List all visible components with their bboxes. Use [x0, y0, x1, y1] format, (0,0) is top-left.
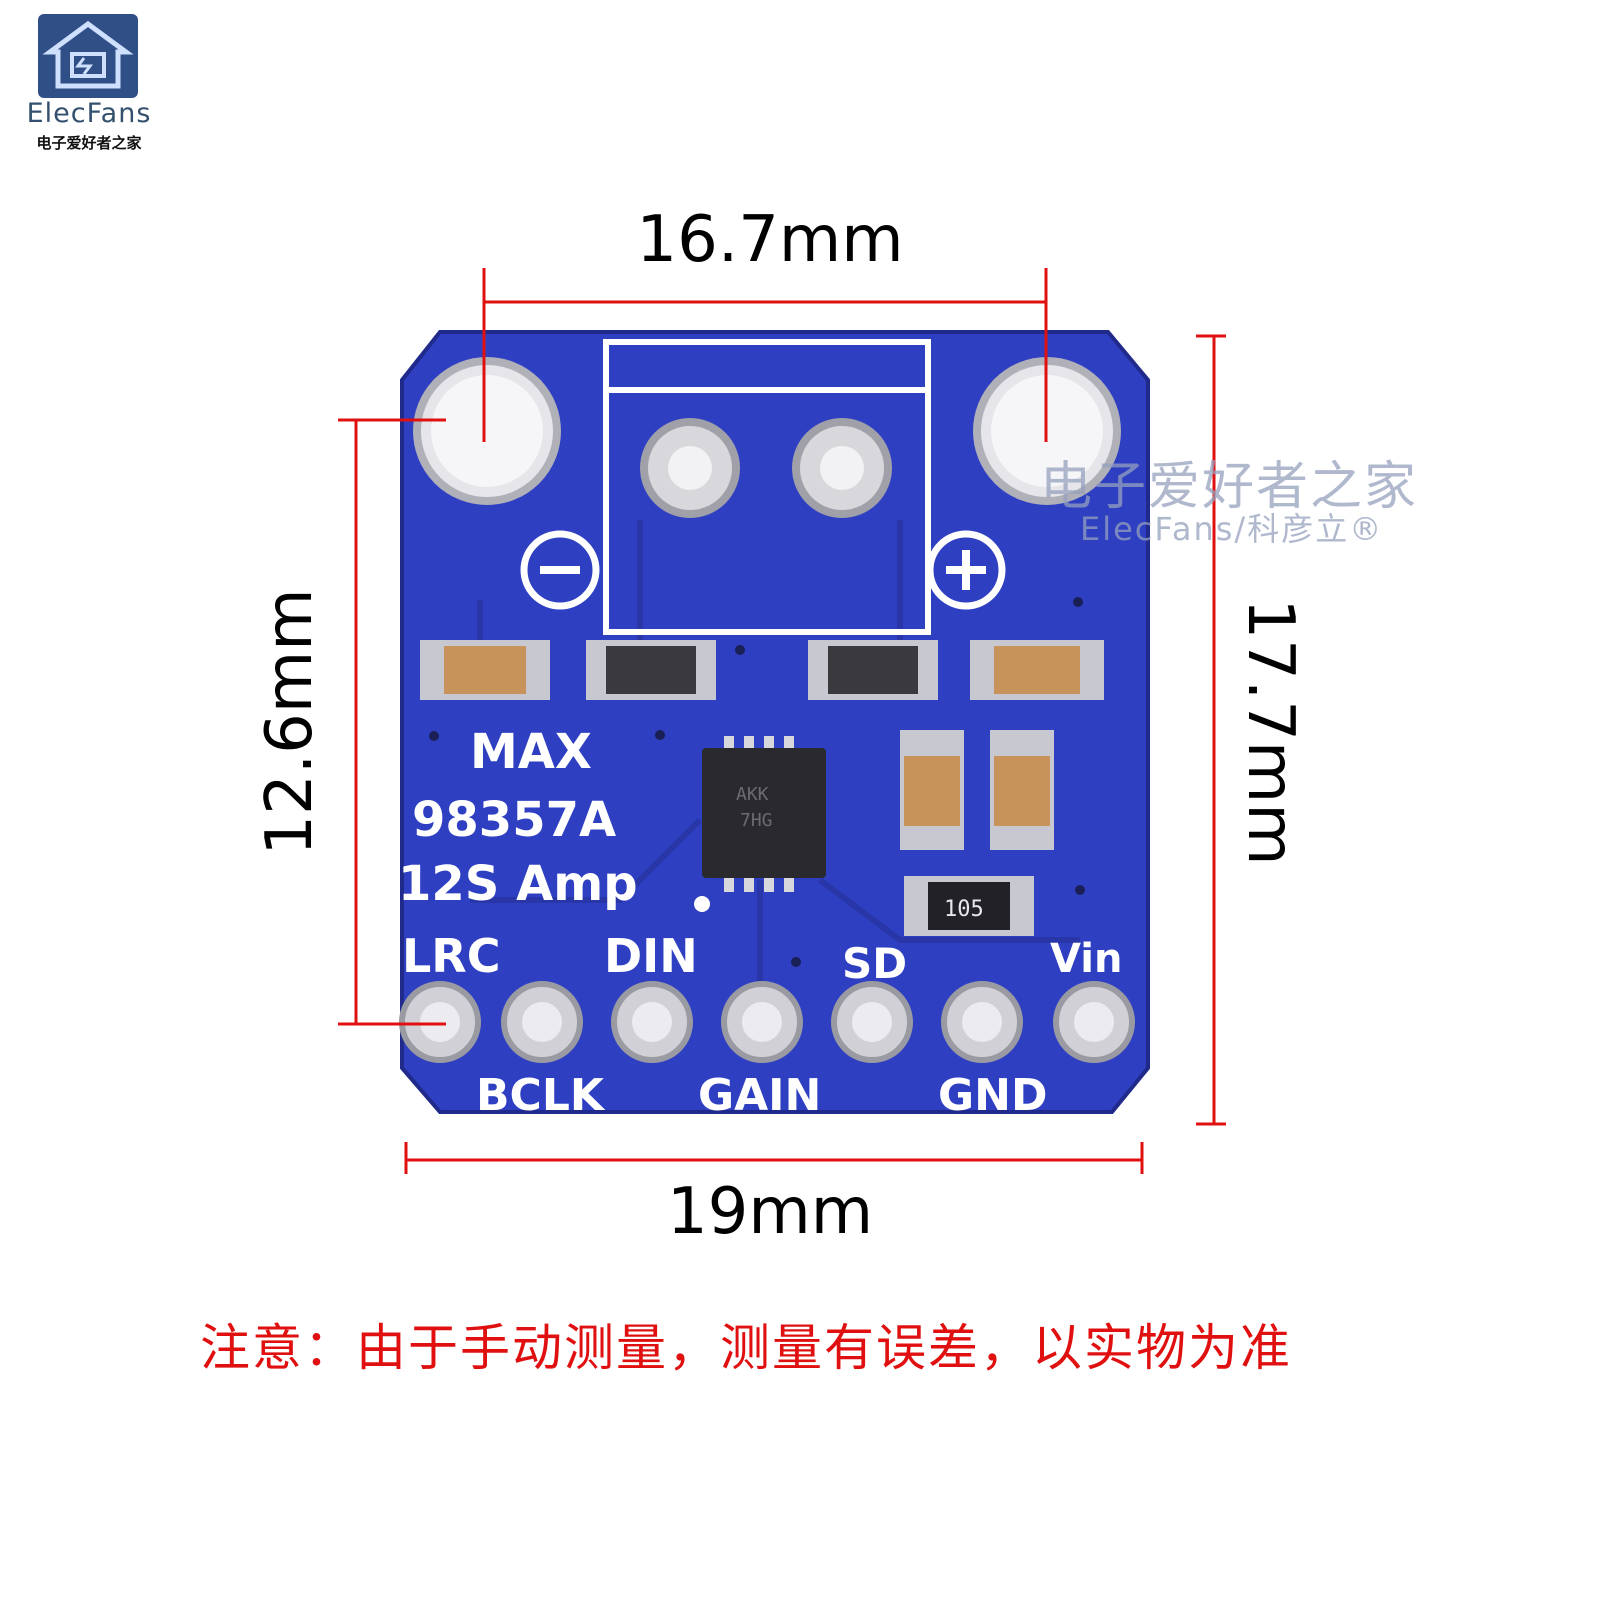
- smd-resistor: [904, 876, 1034, 936]
- dimension-bottom-label: 19mm: [666, 1175, 874, 1249]
- logo-subtitle: 电子爱好者之家: [36, 134, 142, 152]
- header-pin: [399, 981, 481, 1063]
- minus-icon: [520, 530, 600, 610]
- vias: [429, 597, 1085, 967]
- header-pin: [611, 981, 693, 1063]
- amplifier-ic: [702, 736, 826, 892]
- smd-ferrite-1: [586, 640, 716, 700]
- smd-capacitor-2: [970, 640, 1104, 700]
- smd-capacitor-3: [900, 730, 964, 850]
- dimension-lines: [338, 268, 1226, 1174]
- dimension-right-label: 17.7mm: [1233, 598, 1307, 866]
- dimension-top-label: 16.7mm: [636, 203, 904, 277]
- pin-label-gain: GAIN: [698, 1070, 821, 1121]
- pin-label-lrc: LRC: [402, 929, 501, 983]
- chip-marking-line1: AKK: [736, 784, 769, 805]
- pin-label-bclk: BCLK: [476, 1070, 606, 1121]
- resistor-marking: 105: [944, 897, 984, 922]
- header-pin: [941, 981, 1023, 1063]
- smd-capacitor-1: [420, 640, 550, 700]
- header-pin: [1053, 981, 1135, 1063]
- measurement-note: 注意：由于手动测量，测量有误差，以实物为准: [200, 1319, 1292, 1377]
- pin-label-gnd: GND: [938, 1070, 1047, 1121]
- smd-ferrite-2: [808, 640, 938, 700]
- header-pin: [831, 981, 913, 1063]
- dimension-left-label: 12.6mm: [253, 588, 327, 856]
- header-pins: [399, 981, 1135, 1063]
- watermark-english: ElecFans/科彦立®: [1080, 510, 1384, 548]
- pin-label-din: DIN: [604, 929, 698, 983]
- pin-label-sd: SD: [842, 939, 907, 988]
- elecfans-logo: ElecFans 电子爱好者之家: [8, 10, 170, 160]
- pin1-marker: [694, 896, 710, 912]
- header-pin: [721, 981, 803, 1063]
- watermark-chinese: 电子爱好者之家: [1040, 457, 1419, 517]
- plus-icon: [926, 530, 1006, 610]
- board-title-line3: 12S Amp: [398, 856, 638, 912]
- logo-house-icon: [38, 14, 138, 98]
- pin-label-vin: Vin: [1050, 936, 1122, 982]
- terminal-block-outline: [603, 339, 931, 635]
- chip-marking-line2: 7HG: [740, 810, 773, 831]
- header-pin: [501, 981, 583, 1063]
- board-title-line2: 98357A: [412, 792, 616, 848]
- smd-capacitor-4: [990, 730, 1054, 850]
- pcb-traces: [470, 520, 1080, 1000]
- logo-name: ElecFans: [26, 98, 152, 129]
- board-title-line1: MAX: [470, 724, 592, 780]
